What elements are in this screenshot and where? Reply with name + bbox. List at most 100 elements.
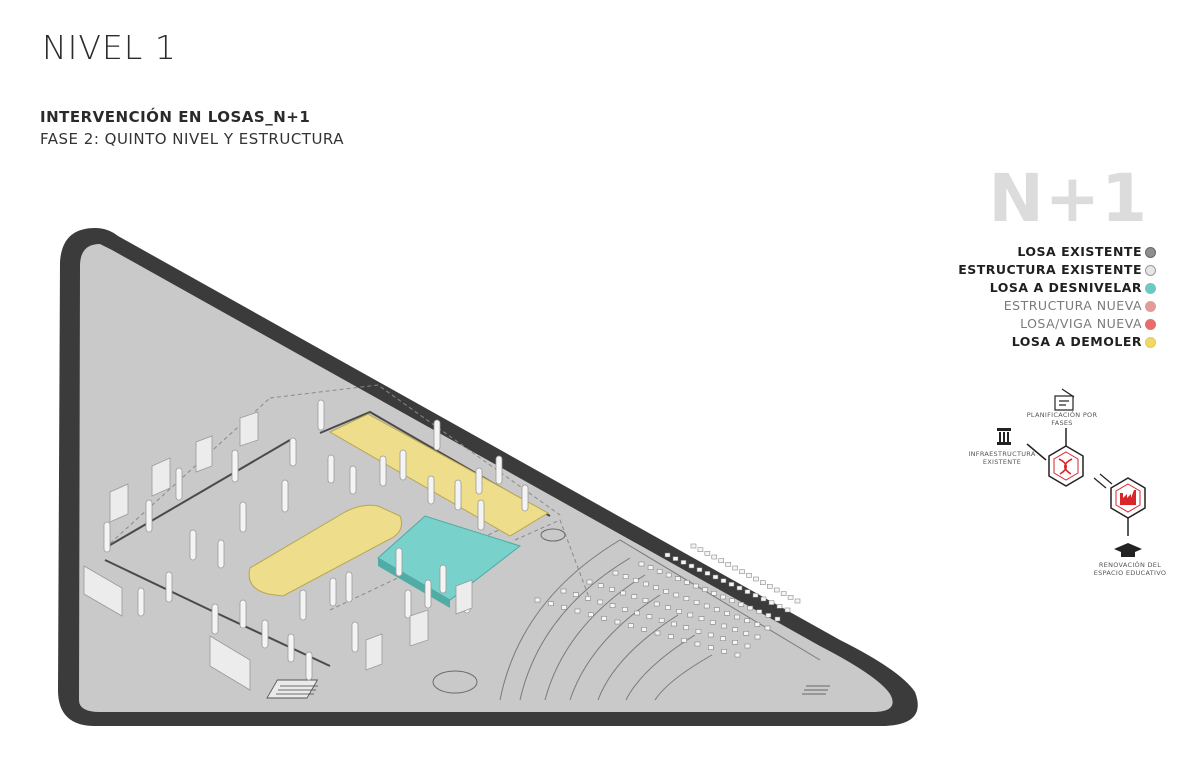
plaza-circle — [432, 670, 478, 694]
auditorium-seat — [609, 603, 616, 608]
auditorium-seat — [760, 596, 767, 602]
auditorium-seat — [534, 597, 541, 603]
auditorium-seat — [708, 645, 714, 650]
auditorium-seat — [709, 620, 716, 625]
column — [329, 577, 337, 607]
auditorium-seat — [658, 618, 665, 623]
wall-panel — [109, 483, 129, 523]
auditorium-seat — [720, 636, 726, 641]
column — [439, 564, 447, 594]
wall-panel — [83, 565, 123, 617]
legend-swatch — [1145, 265, 1156, 276]
auditorium-seat — [688, 563, 695, 569]
auditorium-seat — [548, 601, 554, 606]
legend-item-losa-desnivelar: LOSA A DESNIVELAR — [958, 279, 1156, 297]
column — [521, 484, 529, 512]
auditorium-seat — [653, 601, 660, 607]
auditorium-seat — [728, 582, 735, 587]
wall-panel — [455, 579, 473, 615]
auditorium-seat — [656, 569, 663, 574]
planning-icon — [1054, 388, 1075, 411]
legend-item-estructura-existente: ESTRUCTURA EXISTENTE — [958, 261, 1156, 279]
auditorium-seat — [729, 598, 735, 603]
column — [424, 579, 432, 609]
auditorium-seat — [698, 616, 705, 621]
auditorium-seats — [534, 543, 801, 658]
renewal-label-2: ESPACIO EDUCATIVO — [1094, 569, 1167, 577]
auditorium-seat — [654, 630, 661, 636]
column — [281, 479, 289, 513]
auditorium-seat — [693, 600, 700, 605]
auditorium — [499, 539, 821, 701]
auditorium-seat — [714, 607, 720, 612]
phase-label: FASE 2: QUINTO NIVEL Y ESTRUCTURA — [40, 130, 345, 148]
section-subtitle: INTERVENCIÓN EN LOSAS_N+1 — [40, 108, 311, 126]
auditorium-seat — [642, 598, 649, 603]
legend-swatch — [1145, 283, 1156, 294]
auditorium-seat — [673, 592, 680, 598]
auditorium-seat — [561, 605, 567, 610]
auditorium-seat — [676, 609, 682, 614]
auditorium-seat — [681, 638, 687, 643]
auditorium-seat — [747, 605, 754, 611]
legend-item-estructura-nueva: ESTRUCTURA NUEVA — [958, 297, 1156, 315]
auditorium-seat — [697, 547, 704, 552]
auditorium-seat — [694, 641, 701, 647]
column — [239, 501, 247, 533]
auditorium-seat — [774, 616, 781, 622]
column — [427, 475, 435, 505]
auditorium-seat — [573, 592, 579, 597]
column — [305, 651, 313, 681]
column — [287, 633, 295, 663]
auditorium-seat — [665, 572, 672, 578]
auditorium-seat — [574, 608, 581, 614]
column — [399, 449, 407, 481]
auditorium-seat — [744, 589, 751, 594]
auditorium-seat — [597, 599, 604, 605]
infra-label-2: EXISTENTE — [983, 458, 1021, 466]
auditorium-seat — [690, 543, 697, 549]
planning-label-2: FASES — [1051, 419, 1072, 427]
auditorium-seat — [754, 622, 761, 627]
auditorium-seat — [756, 609, 763, 614]
legend-swatch — [1145, 247, 1156, 258]
column — [137, 587, 145, 617]
stair-treads — [276, 685, 830, 695]
auditorium-seat — [732, 627, 738, 632]
auditorium-seat — [734, 652, 741, 658]
auditorium-seat — [663, 589, 669, 594]
auditorium-seat — [696, 567, 703, 572]
auditorium-seat — [744, 643, 751, 649]
planning-label-1: PLANIFICACIÓN POR — [1027, 410, 1098, 419]
auditorium-seat — [725, 562, 731, 567]
yellow-slab-top — [328, 413, 549, 537]
column — [317, 399, 325, 431]
factory-icon — [1120, 490, 1136, 505]
auditorium-seat — [683, 625, 689, 630]
auditorium-seat — [724, 611, 730, 616]
column — [239, 599, 247, 629]
column — [477, 499, 485, 531]
auditorium-seat — [620, 590, 626, 596]
auditorium-seat — [622, 574, 629, 579]
auditorium-seat — [643, 581, 649, 587]
auditorium-seat — [754, 634, 761, 640]
column — [211, 603, 219, 635]
auditorium-seat — [628, 623, 634, 628]
column — [145, 499, 153, 533]
column — [454, 479, 462, 511]
infra-label-1: INFRAESTRUCTURA — [968, 450, 1035, 458]
auditorium-seat — [712, 574, 719, 580]
auditorium-seat — [703, 603, 710, 609]
auditorium-seat — [752, 593, 759, 598]
auditorium-seat — [736, 585, 743, 591]
auditorium-seat — [675, 576, 681, 581]
auditorium-seat — [753, 576, 759, 582]
column — [231, 449, 239, 483]
auditorium-seat — [746, 573, 752, 578]
plaza-circle-small — [540, 528, 566, 542]
auditorium-seat — [612, 570, 619, 576]
auditorium-seat — [695, 629, 702, 634]
auditorium-seat — [614, 619, 621, 625]
